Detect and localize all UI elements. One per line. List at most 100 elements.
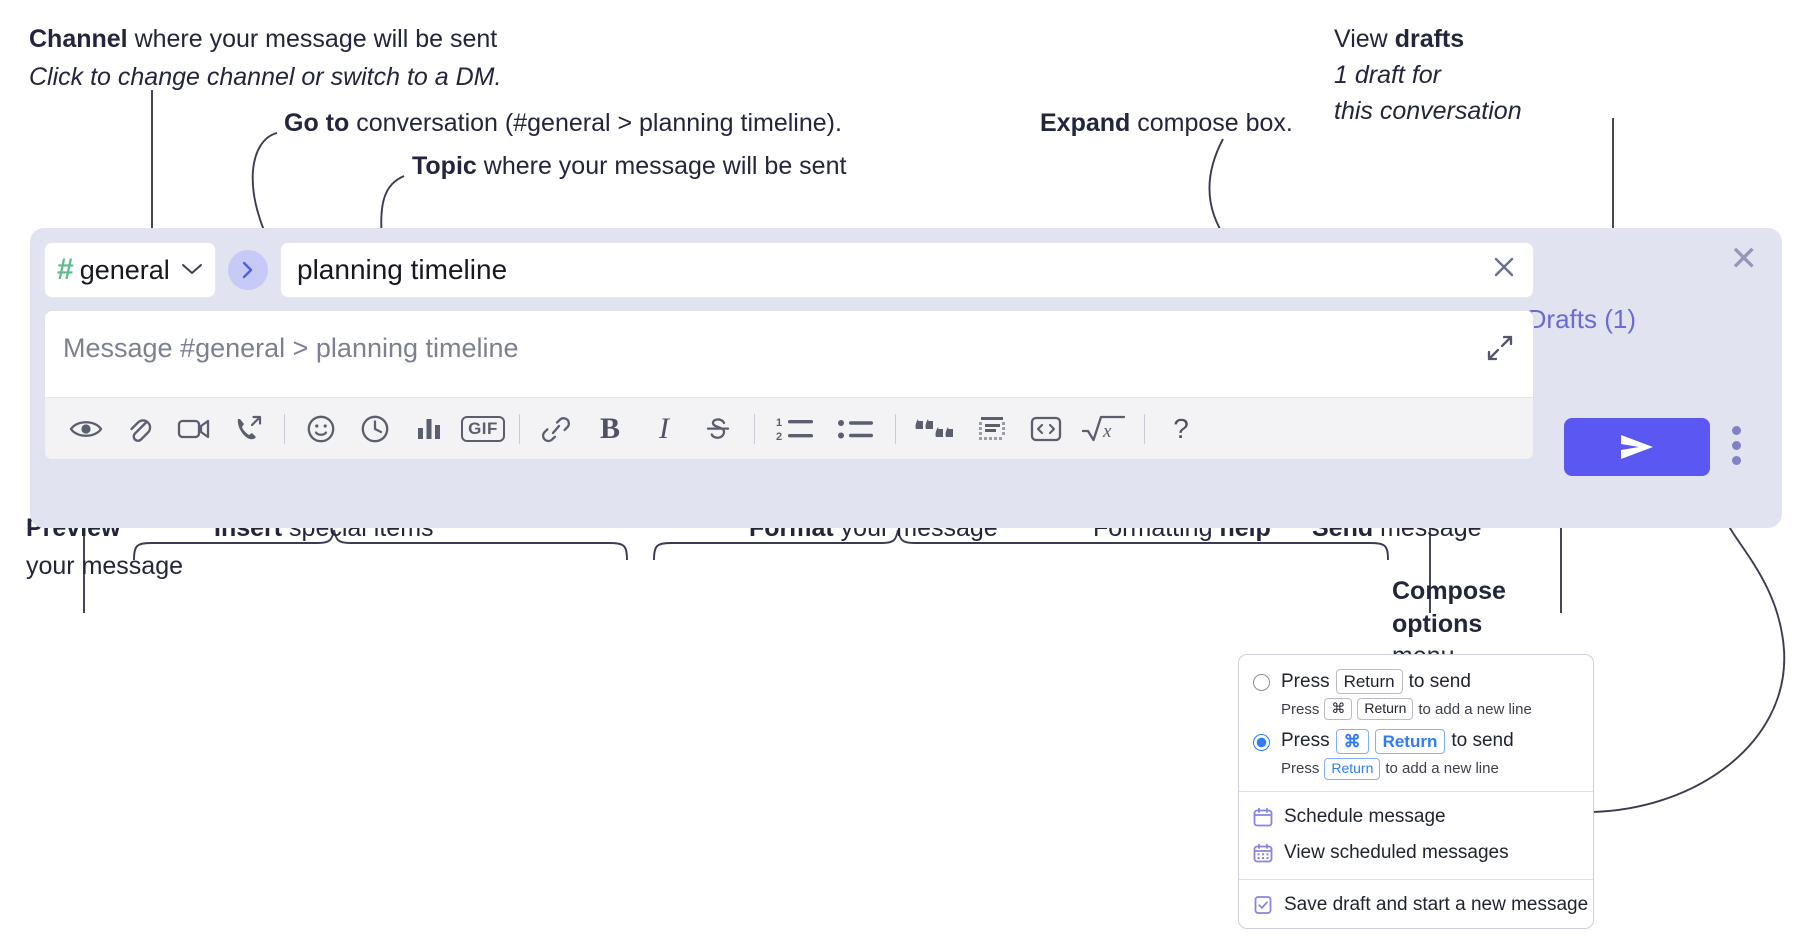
expand-icon[interactable] bbox=[1485, 333, 1515, 368]
callout-expand-rest: compose box. bbox=[1130, 109, 1293, 137]
kebab-dot-1 bbox=[1732, 426, 1741, 435]
callout-drafts: View drafts 1 draft for this conversatio… bbox=[1334, 23, 1522, 127]
send-button[interactable] bbox=[1564, 418, 1710, 476]
message-input[interactable]: Message #general > planning timeline bbox=[45, 311, 1533, 397]
radio-return[interactable] bbox=[1253, 674, 1270, 691]
opt1-sub-key-return: Return bbox=[1357, 698, 1414, 720]
svg-text:x: x bbox=[1102, 421, 1112, 442]
callout-drafts-lead: View bbox=[1334, 25, 1395, 53]
close-icon[interactable]: ✕ bbox=[1729, 240, 1759, 278]
compose-panel: ✕ Drafts (1) # general bbox=[30, 228, 1782, 528]
opt2-key-return: Return bbox=[1374, 728, 1446, 754]
italic-label: I bbox=[659, 411, 669, 445]
opt2-sub-pre: Press bbox=[1281, 760, 1320, 778]
emoji-icon[interactable] bbox=[294, 407, 348, 451]
clear-topic-icon[interactable] bbox=[1489, 252, 1519, 288]
popup-spacer-2 bbox=[1239, 880, 1593, 887]
popup-divider-2 bbox=[1239, 878, 1593, 880]
kebab-dot-3 bbox=[1732, 456, 1741, 465]
save-draft-icon bbox=[1253, 895, 1273, 915]
hash-icon: # bbox=[57, 253, 74, 286]
opt1-sub-key-cmd: ⌘ bbox=[1324, 698, 1353, 720]
gif-label: GIF bbox=[461, 415, 505, 442]
gif-icon[interactable]: GIF bbox=[456, 407, 510, 451]
blockquote-icon[interactable] bbox=[905, 407, 965, 451]
help-label: ? bbox=[1173, 412, 1189, 444]
drafts-link[interactable]: Drafts (1) bbox=[1527, 304, 1636, 334]
bold-icon[interactable]: B bbox=[583, 407, 637, 451]
call-icon[interactable] bbox=[221, 407, 275, 451]
channel-selector[interactable]: # general bbox=[44, 242, 216, 298]
opt1-key-return: Return bbox=[1335, 669, 1403, 695]
compose-options-popup: Press Return to send Press ⌘ Return to a… bbox=[1238, 654, 1594, 929]
kebab-dot-2 bbox=[1732, 441, 1741, 450]
menu-item-schedule-label: Schedule message bbox=[1284, 805, 1446, 827]
help-icon[interactable]: ? bbox=[1154, 407, 1208, 451]
callout-expand: Expand compose box. bbox=[1040, 107, 1293, 139]
menu-item-schedule-message[interactable]: Schedule message bbox=[1239, 799, 1593, 835]
callout-goto-bold: Go to bbox=[284, 109, 350, 137]
calendar-clock-icon bbox=[1253, 807, 1273, 827]
callout-compose-options-bold1: Compose bbox=[1392, 577, 1506, 605]
video-icon[interactable] bbox=[167, 407, 221, 451]
math-icon[interactable]: x bbox=[1073, 407, 1135, 451]
attachment-icon[interactable] bbox=[113, 407, 167, 451]
message-editor-card: Message #general > planning timeline bbox=[44, 310, 1534, 460]
bulleted-list-icon[interactable] bbox=[826, 407, 886, 451]
opt1-sub-pre: Press bbox=[1281, 700, 1320, 718]
callout-compose-options-bold2: options bbox=[1392, 609, 1483, 638]
clock-icon[interactable] bbox=[348, 407, 402, 451]
opt2-pre: Press bbox=[1281, 730, 1330, 752]
send-option-return[interactable]: Press Return to send Press ⌘ Return to a… bbox=[1239, 665, 1593, 720]
formatting-toolbar: GIF B I bbox=[45, 397, 1533, 459]
opt2-sub-key-return: Return bbox=[1324, 758, 1381, 780]
opt2-key-cmd: ⌘ bbox=[1335, 728, 1369, 754]
callout-drafts-sub1: 1 draft for bbox=[1334, 61, 1441, 89]
popup-divider-1 bbox=[1239, 790, 1593, 792]
callout-channel-sub: Click to change channel or switch to a D… bbox=[29, 63, 502, 91]
callout-topic-bold: Topic bbox=[412, 152, 477, 180]
menu-item-save-draft-label: Save draft and start a new message bbox=[1284, 893, 1589, 915]
separator-3 bbox=[754, 413, 755, 444]
separator-2 bbox=[519, 413, 520, 444]
chevron-right-icon bbox=[242, 261, 253, 279]
link-icon[interactable] bbox=[529, 407, 583, 451]
svg-text:2: 2 bbox=[776, 431, 782, 443]
opt2-sub-post: to add a new line bbox=[1385, 760, 1499, 778]
inline-code-icon[interactable] bbox=[1019, 407, 1073, 451]
separator-4 bbox=[895, 413, 896, 444]
send-option-cmd-return[interactable]: Press ⌘ Return to send Press Return to a… bbox=[1239, 720, 1593, 780]
italic-icon[interactable]: I bbox=[637, 407, 691, 451]
topic-field[interactable]: planning timeline bbox=[280, 242, 1534, 298]
preview-icon[interactable] bbox=[59, 407, 113, 451]
opt2-post: to send bbox=[1451, 730, 1514, 752]
radio-cmd-return[interactable] bbox=[1253, 733, 1270, 751]
opt1-pre: Press bbox=[1281, 670, 1330, 692]
popup-spacer-1 bbox=[1239, 792, 1593, 799]
compose-inner: # general planning timeline bbox=[44, 242, 1534, 460]
callout-topic-rest: where your message will be sent bbox=[476, 152, 847, 180]
calendar-grid-icon bbox=[1253, 843, 1273, 863]
strikethrough-icon[interactable] bbox=[691, 407, 745, 451]
opt1-post: to send bbox=[1408, 670, 1471, 692]
chevron-down-icon bbox=[181, 260, 203, 281]
svg-text:1: 1 bbox=[776, 417, 782, 429]
message-placeholder: Message #general > planning timeline bbox=[63, 333, 519, 363]
callout-channel-rest: where your message will be sent bbox=[127, 25, 498, 53]
callout-channel-bold: Channel bbox=[29, 25, 128, 53]
separator-1 bbox=[284, 413, 285, 444]
poll-icon[interactable] bbox=[402, 407, 456, 451]
callout-preview-sub: your message bbox=[26, 552, 184, 580]
separator-5 bbox=[1144, 413, 1145, 444]
menu-item-view-scheduled[interactable]: View scheduled messages bbox=[1239, 835, 1593, 871]
compose-header-row: # general planning timeline bbox=[44, 242, 1534, 298]
callout-goto-rest: conversation (#general > planning timeli… bbox=[349, 109, 842, 137]
menu-item-save-draft[interactable]: Save draft and start a new message bbox=[1239, 887, 1593, 928]
compose-options-menu-button[interactable] bbox=[1732, 426, 1741, 465]
callout-drafts-bold: drafts bbox=[1394, 25, 1465, 53]
code-block-icon[interactable] bbox=[965, 407, 1019, 451]
goto-conversation-button[interactable] bbox=[228, 250, 268, 290]
send-option-return-text: Press Return to send Press ⌘ Return to a… bbox=[1281, 669, 1532, 720]
send-arrow-icon bbox=[1621, 435, 1653, 459]
